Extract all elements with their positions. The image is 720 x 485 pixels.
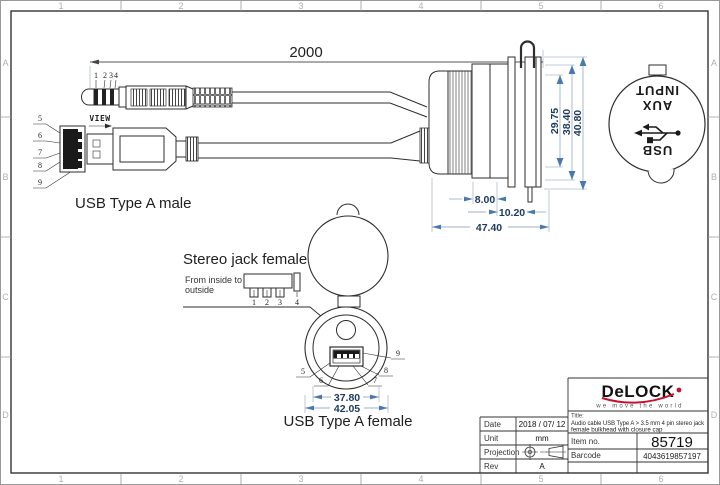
stereo-female-label: Stereo jack female [183, 251, 307, 268]
brand-dot [676, 387, 682, 393]
view-arrow-icon [105, 123, 112, 129]
bulkhead-horizontal-dimensions: 8.00 10.20 47.40 [431, 178, 550, 234]
dim-40-80: 40.80 [572, 110, 584, 136]
row-label-left-d: D [2, 410, 9, 420]
date-label: Date [484, 420, 501, 429]
female-pin-5: 5 [301, 367, 305, 376]
male-pin-7: 7 [38, 148, 42, 157]
contact-2: 2 [265, 298, 269, 307]
cap-usb-text: USB [642, 143, 672, 158]
col-label-top-6: 6 [658, 1, 663, 11]
stereo-jack-female-annotation: Stereo jack female From inside to outsid… [183, 251, 338, 330]
usb-trident-icon [634, 123, 681, 144]
plug-pin-3: 3 [109, 71, 113, 80]
row-label-right-d: D [711, 410, 718, 420]
col-label-bot-3: 3 [298, 474, 303, 484]
female-pin-7: 7 [373, 376, 377, 385]
title-block: Date 2018 / 07/ 12 Unit mm Projection Re… [479, 377, 708, 473]
brand-name: DeLOCK [602, 382, 675, 401]
dim-42-05: 42.05 [334, 403, 360, 415]
male-pin-8: 8 [38, 161, 42, 170]
title-label: Title: [571, 414, 584, 420]
col-label-top-2: 2 [178, 1, 183, 11]
barcode-value: 4043619857197 [643, 452, 701, 461]
closure-cap-face: USB AUX INPUT [608, 64, 706, 184]
cable-length-dimension: 2000 [89, 44, 544, 88]
row-label-left-c: C [2, 292, 9, 302]
dim-8-00: 8.00 [475, 194, 496, 206]
item-no-value: 85719 [651, 434, 693, 451]
col-label-bot-5: 5 [538, 474, 543, 484]
col-label-top-5: 5 [538, 1, 543, 11]
contact-4: 4 [295, 298, 299, 307]
date-value: 2018 / 07/ 12 [519, 420, 566, 429]
delock-logo: DeLOCK we move the world [595, 382, 683, 410]
col-label-bot-1: 1 [58, 474, 63, 484]
male-pin-9: 9 [38, 178, 42, 187]
rev-label: Rev [484, 462, 498, 471]
dim-47-40: 47.40 [476, 222, 502, 234]
cap-aux-text: AUX [642, 98, 672, 113]
row-label-right-b: B [711, 172, 717, 182]
first-angle-projection-icon [522, 444, 566, 460]
male-pin-5: 5 [38, 114, 42, 123]
dim-cable-length: 2000 [289, 44, 322, 61]
male-pin-6: 6 [38, 131, 42, 140]
female-pin-6: 6 [319, 376, 323, 385]
dim-10-20: 10.20 [499, 207, 525, 219]
contact-3: 3 [278, 298, 282, 307]
unit-label: Unit [484, 434, 499, 443]
brand-swoosh [601, 393, 675, 404]
row-label-right-c: C [711, 292, 718, 302]
row-label-left-b: B [2, 172, 8, 182]
title-line1: Audio cable USB Type A > 3.5 mm 4 pin st… [571, 420, 705, 427]
usb-a-male-view: 5 6 7 8 9 VIEW USB Type A male [33, 114, 421, 212]
view-label: VIEW [89, 114, 110, 123]
cap-input-text: INPUT [635, 83, 679, 98]
usb-female-label: USB Type A female [284, 413, 413, 430]
plug-pin-4: 4 [114, 71, 118, 80]
plug-pin-2: 2 [103, 71, 107, 80]
rev-value: A [539, 462, 545, 471]
item-no-label: Item no. [571, 437, 600, 446]
row-label-left-a: A [2, 58, 8, 68]
barcode-label: Barcode [571, 451, 601, 460]
bulkhead-side-view [419, 40, 542, 203]
unit-value: mm [535, 434, 549, 443]
bulkhead-front-view: 5 6 7 8 9 37.80 42.05 USB Type A female [284, 203, 413, 430]
plug-pin-1: 1 [94, 71, 98, 80]
row-label-right-a: A [711, 58, 717, 68]
bulkhead-vertical-dimensions: 29.75 38.40 40.80 [544, 56, 587, 190]
female-pin-8: 8 [384, 366, 388, 375]
bail-wire [519, 40, 536, 68]
brand-slogan: we move the world [595, 404, 683, 410]
col-label-bot-6: 6 [658, 474, 663, 484]
col-label-top-1: 1 [58, 1, 63, 11]
col-label-top-3: 3 [298, 1, 303, 11]
from-inside-line2: outside [185, 285, 214, 295]
col-label-bot-4: 4 [418, 474, 423, 484]
female-pin-9: 9 [396, 349, 400, 358]
col-label-bot-2: 2 [178, 474, 183, 484]
stereo-jack-plug-side-view: 1 2 3 4 [81, 71, 428, 118]
dim-38-40: 38.40 [561, 109, 573, 135]
contact-1: 1 [252, 298, 256, 307]
cap-print-rotated: USB AUX INPUT [634, 83, 681, 158]
dim-29-75: 29.75 [549, 108, 561, 134]
usb-male-label: USB Type A male [75, 195, 191, 212]
title-line2: female bulkhead with closure cap [571, 427, 663, 434]
dim-37-80: 37.80 [334, 392, 360, 404]
projection-label: Projection [484, 448, 520, 457]
from-inside-line1: From inside to [185, 275, 242, 285]
col-label-top-4: 4 [418, 1, 423, 11]
